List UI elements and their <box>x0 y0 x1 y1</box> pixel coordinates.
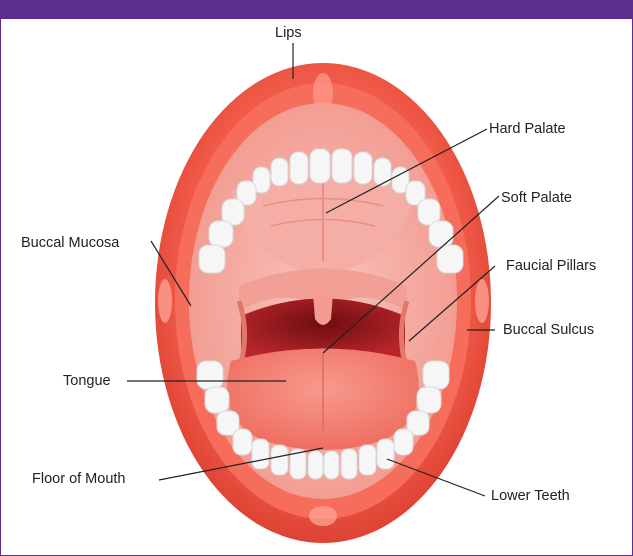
lip-highlight-left <box>158 279 172 323</box>
uvula <box>313 290 333 326</box>
lip-highlight-bottom <box>309 506 337 526</box>
label-tongue: Tongue <box>63 373 111 389</box>
label-faucial-pillars: Faucial Pillars <box>506 258 596 274</box>
label-soft-palate: Soft Palate <box>501 190 572 206</box>
label-hard-palate: Hard Palate <box>489 121 566 137</box>
label-buccal-mucosa: Buccal Mucosa <box>21 235 119 251</box>
label-floor-of-mouth: Floor of Mouth <box>32 471 126 487</box>
label-buccal-sulcus: Buccal Sulcus <box>503 322 594 338</box>
label-lips: Lips <box>275 25 302 41</box>
lip-highlight-right <box>475 279 489 323</box>
label-lower-teeth: Lower Teeth <box>491 488 570 504</box>
